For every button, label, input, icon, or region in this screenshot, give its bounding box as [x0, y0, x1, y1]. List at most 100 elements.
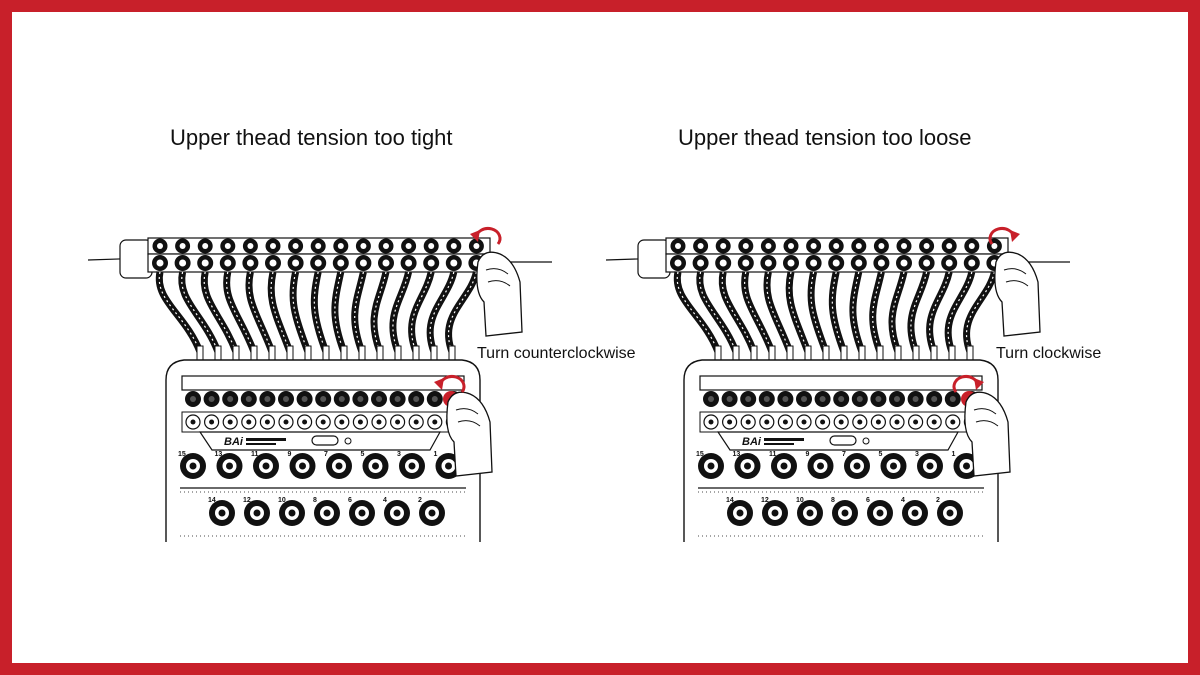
- tension-dial-hub: [945, 259, 953, 267]
- thread-tube: [869, 271, 885, 354]
- rail-bracket: [119, 239, 153, 279]
- pretension-knob-hub: [856, 396, 863, 402]
- instruction-label: Turn clockwise: [996, 345, 1102, 362]
- pretension-knob-hub: [431, 396, 438, 402]
- tension-dial-hub: [719, 259, 727, 267]
- bobbin-knob-hub: [853, 462, 861, 470]
- screw: [344, 437, 352, 445]
- front-rail: [699, 375, 983, 391]
- tension-dial-hub: [359, 259, 367, 267]
- hand-outline: [994, 251, 1041, 337]
- gear-hub: [931, 419, 937, 425]
- pretension-knob-hub: [338, 396, 345, 402]
- bobbin-knob-hub: [911, 509, 919, 517]
- tension-dial-hub: [382, 259, 390, 267]
- gear-hub: [764, 419, 770, 425]
- thread-tube: [178, 271, 222, 354]
- finger-line: [973, 408, 997, 415]
- gear-hub: [857, 419, 863, 425]
- bobbin-knob-hub: [189, 462, 197, 470]
- needle-number: 13: [215, 451, 223, 458]
- thread-tube-ribs: [810, 271, 827, 353]
- thread-tube-ribs: [429, 271, 455, 353]
- tension-dial-hub: [877, 259, 885, 267]
- needle-number: 5: [361, 451, 365, 458]
- gear-hub: [246, 419, 252, 425]
- needle-number: 8: [313, 497, 317, 504]
- needle-number: 4: [383, 497, 387, 504]
- tension-knob-hub: [742, 243, 749, 249]
- thread-tube-ribs: [447, 271, 477, 353]
- tension-dial-hub: [697, 259, 705, 267]
- pretension-knob-hub: [708, 396, 714, 402]
- gear-hub: [395, 419, 401, 425]
- gear-hub: [745, 419, 751, 425]
- bobbin-knob-hub: [226, 462, 233, 470]
- bobbin-knob-hub: [806, 509, 814, 517]
- pretension-knob-hub: [357, 396, 364, 402]
- pretension-knob-hub: [245, 396, 252, 402]
- arrow-clockwise-icon: [952, 375, 984, 393]
- arrow-head: [434, 378, 444, 390]
- bobbin-knob-hub: [841, 509, 849, 517]
- tension-knob-hub: [315, 243, 322, 249]
- needle-number: 3: [397, 451, 401, 458]
- thread-tube: [849, 271, 866, 354]
- instruction-label: Turn counterclockwise: [477, 345, 636, 362]
- gear-hub: [838, 419, 844, 425]
- tension-knob-hub: [224, 243, 231, 249]
- status-lamp: [829, 435, 857, 446]
- thread-tube: [926, 271, 953, 354]
- gear-hub: [376, 419, 382, 425]
- bobbin-knob-hub: [445, 462, 452, 470]
- pretension-knob-hub: [320, 396, 327, 402]
- bobbin-knob-hub: [262, 462, 270, 470]
- gear-hub: [339, 419, 345, 425]
- needle-number: 2: [418, 497, 422, 504]
- tension-knob-hub: [788, 243, 794, 249]
- hand-icon: [446, 391, 493, 477]
- needle-number: 9: [806, 451, 810, 458]
- tension-knob-hub: [405, 243, 412, 249]
- needle-number: 11: [769, 451, 777, 458]
- pretension-knob-hub: [208, 396, 215, 402]
- tension-dial-hub: [832, 259, 840, 267]
- needle-number: 7: [324, 451, 328, 458]
- tension-dial-hub: [337, 259, 345, 267]
- pretension-knob-hub: [838, 396, 845, 402]
- gear-hub: [913, 419, 919, 425]
- hand-outline: [964, 391, 1011, 477]
- pretension-knob-hub: [264, 396, 271, 402]
- bobbin-knob-hub: [335, 462, 343, 470]
- thread-tube-ribs: [891, 271, 905, 353]
- gear-hub: [727, 419, 733, 425]
- thread-tube: [331, 271, 348, 354]
- brand-tagline: [764, 443, 794, 445]
- bobbin-knob-hub: [372, 462, 379, 470]
- needle-number: 9: [288, 451, 292, 458]
- tension-dial-hub: [764, 259, 772, 267]
- gear-hub: [209, 419, 215, 425]
- needle-number: 10: [796, 497, 804, 504]
- brand-tagline: [246, 443, 276, 445]
- needle-number: 1: [952, 451, 956, 458]
- tension-knob-hub: [292, 243, 299, 249]
- pretension-knob-hub: [931, 396, 938, 402]
- tension-dial-hub: [427, 259, 435, 267]
- tension-knob-hub: [810, 243, 817, 249]
- pretension-knob-hub: [413, 396, 420, 402]
- thread-tube: [828, 271, 848, 354]
- thread-tube: [408, 271, 435, 354]
- bobbin-knob-hub: [408, 462, 416, 470]
- finger-line: [485, 268, 509, 275]
- thread-tube: [907, 271, 931, 354]
- tension-knob-hub: [855, 243, 862, 249]
- tension-knob-hub: [923, 243, 930, 249]
- arrow-head: [1010, 230, 1020, 242]
- arrow-counterclockwise-icon: [470, 227, 502, 245]
